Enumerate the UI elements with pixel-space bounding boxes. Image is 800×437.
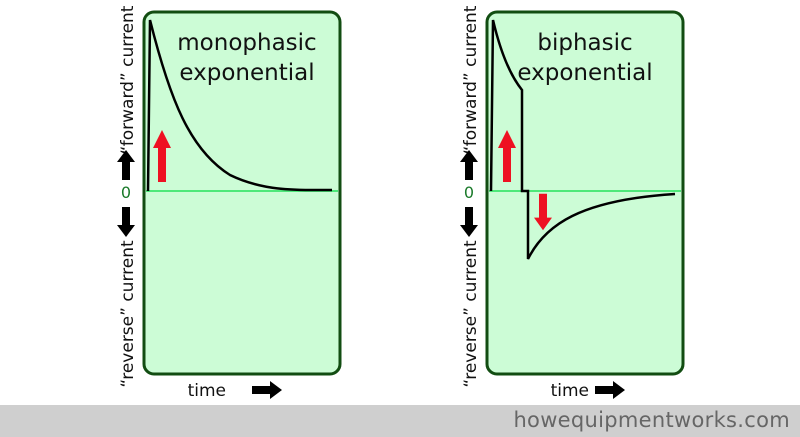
- panel-background: [142, 10, 342, 376]
- zero-label: 0: [121, 183, 131, 202]
- reverse-current-label: “reverse” current: [118, 240, 138, 388]
- footer-bar: howequipmentworks.com: [0, 405, 800, 437]
- forward-current-label: “forward” current: [118, 5, 138, 154]
- panel-title-line1: monophasic: [177, 30, 316, 56]
- down-arrow-icon: [460, 207, 478, 237]
- zero-label: 0: [464, 183, 474, 202]
- waveform-diagram: monophasic exponential “forward” current…: [117, 5, 685, 401]
- biphasic-panel: biphasic exponential “forward” current 0…: [460, 5, 685, 401]
- panel-title-line1: biphasic: [537, 30, 632, 56]
- right-arrow-icon: [595, 381, 625, 399]
- panel-title-line2: exponential: [517, 60, 652, 86]
- monophasic-waveform: [146, 19, 333, 192]
- forward-current-label: “forward” current: [461, 5, 481, 154]
- time-label: time: [188, 381, 226, 401]
- biphasic-waveform: [489, 19, 676, 260]
- time-label: time: [551, 381, 589, 401]
- site-credit: howequipmentworks.com: [513, 408, 790, 432]
- monophasic-panel: monophasic exponential “forward” current…: [117, 5, 342, 401]
- reverse-current-label: “reverse” current: [461, 240, 481, 388]
- right-arrow-icon: [252, 381, 282, 399]
- panel-background: [485, 10, 685, 376]
- panel-title-line2: exponential: [179, 60, 314, 86]
- down-arrow-icon: [117, 207, 135, 237]
